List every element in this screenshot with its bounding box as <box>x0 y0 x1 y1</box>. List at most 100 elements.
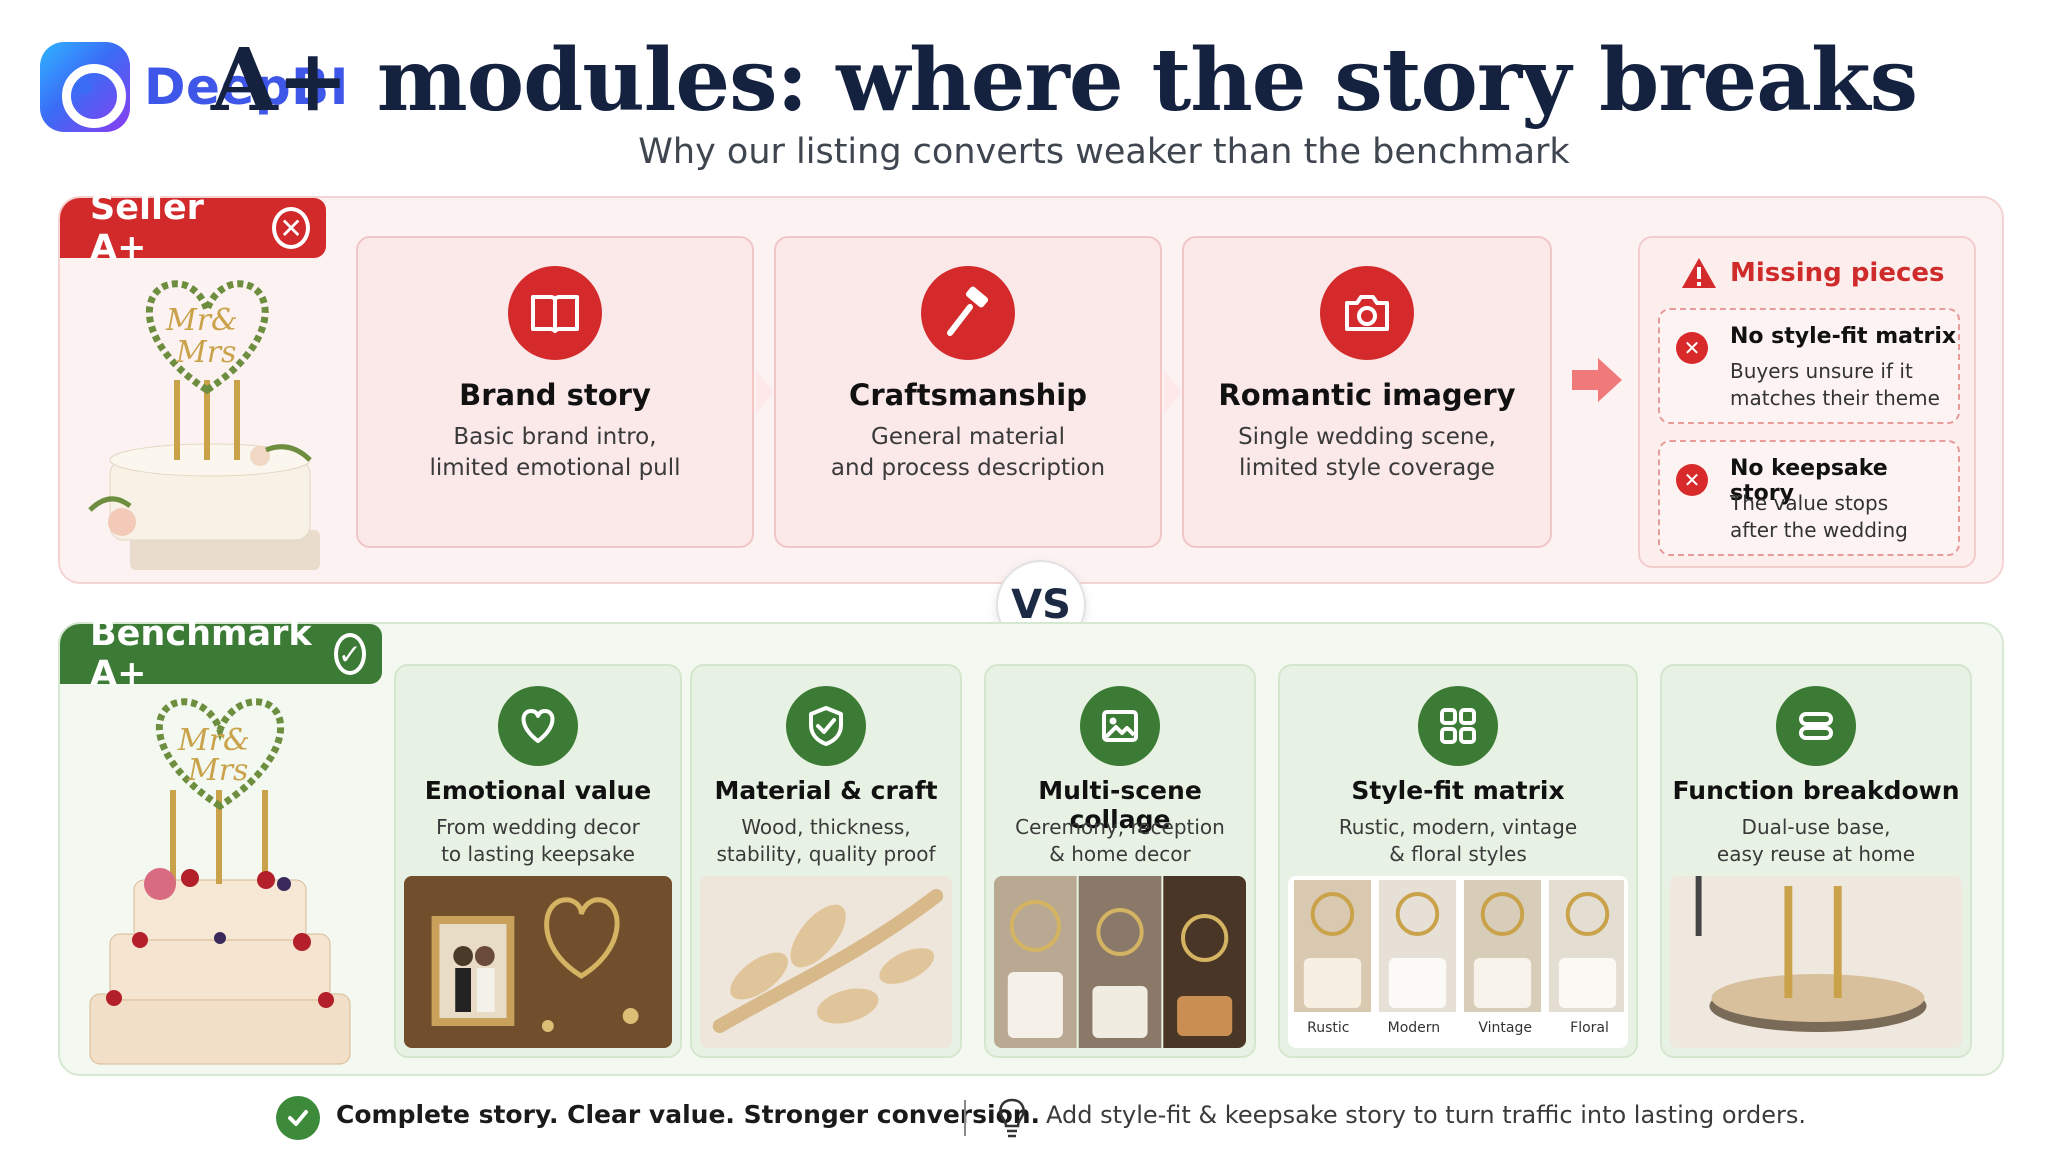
brand-name: DeepBI <box>144 58 349 116</box>
brand-logo: DeepBI <box>40 42 349 132</box>
seller-cake-illustration: Mr& Mrs <box>88 280 320 570</box>
card-title: Multi-scene collage <box>1038 776 1202 834</box>
card-title: Function breakdown <box>1672 776 1960 805</box>
hammer-icon <box>921 266 1015 360</box>
svg-text:Mrs: Mrs <box>175 335 236 370</box>
card-desc: General material and process description <box>776 422 1160 484</box>
lightbulb-icon <box>999 1098 1025 1138</box>
card-style-fit-matrix: Style-fit matrix Rustic, modern, vintage… <box>1278 664 1638 1058</box>
card-desc: Single wedding scene, limited style cove… <box>1184 422 1550 484</box>
card-desc-line: limited style coverage <box>1239 455 1495 482</box>
missing-item-desc-line: matches their theme <box>1730 386 1940 410</box>
card-desc-line: & home decor <box>1049 842 1191 866</box>
layers-icon <box>1776 686 1856 766</box>
warning-icon <box>1682 258 1716 288</box>
card-title: Brand story <box>459 378 651 412</box>
footer-summary: Complete story. Clear value. Stronger co… <box>336 1100 1041 1129</box>
page-title: A+ modules: where the story breaks <box>211 30 1918 131</box>
missing-item: ✕ No style-fit matrix Buyers unsure if i… <box>1658 308 1960 424</box>
footer-divider <box>964 1100 966 1136</box>
svg-text:Mrs: Mrs <box>187 753 248 788</box>
chevron-right-icon <box>756 370 774 414</box>
card-material-craft: Material & craft Wood, thickness, stabil… <box>690 664 962 1058</box>
style-labels: Rustic Modern Vintage Floral <box>1288 1020 1628 1036</box>
missing-item-desc-line: after the wedding <box>1730 518 1908 542</box>
wood-detail-photo <box>700 876 952 1048</box>
card-desc-line: and process description <box>830 455 1106 482</box>
book-icon <box>508 266 602 360</box>
scene-collage-photo <box>994 876 1246 1048</box>
missing-pieces-title: Missing pieces <box>1730 258 1945 288</box>
heart-icon <box>498 686 578 766</box>
card-desc: Ceremony, reception & home decor <box>986 814 1254 868</box>
card-desc: From wedding decor to lasting keepsake <box>396 814 680 868</box>
card-desc-line: Ceremony, reception <box>1015 815 1225 839</box>
card-desc: Wood, thickness, stability, quality proo… <box>692 814 960 868</box>
card-desc-line: From wedding decor <box>436 815 640 839</box>
card-brand-story: Brand story Basic brand intro, limited e… <box>356 236 754 548</box>
seller-tag-label: Seller A+ <box>90 188 204 268</box>
card-desc-line: Dual-use base, <box>1741 815 1891 839</box>
card-desc-line: & floral styles <box>1389 842 1527 866</box>
missing-item-desc: Buyers unsure if it matches their theme <box>1730 358 1940 412</box>
card-desc: Dual-use base, easy reuse at home <box>1662 814 1970 868</box>
card-craftsmanship: Craftsmanship General material and proce… <box>774 236 1162 548</box>
style-label-floral: Floral <box>1570 1020 1609 1036</box>
card-title: Emotional value <box>424 776 652 805</box>
card-desc-line: to lasting keepsake <box>441 842 635 866</box>
benchmark-cake-illustration: Mr& Mrs <box>89 698 351 1065</box>
grid-icon <box>1418 686 1498 766</box>
missing-item-desc-line: Buyers unsure if it <box>1730 359 1913 383</box>
card-desc-line: limited emotional pull <box>429 455 681 482</box>
card-desc-line: stability, quality proof <box>716 842 936 866</box>
footer: Complete story. Clear value. Stronger co… <box>0 1096 2048 1140</box>
missing-pieces-box: Missing pieces ✕ No style-fit matrix Buy… <box>1638 236 1976 568</box>
svg-text:Mr&: Mr& <box>165 303 238 338</box>
style-label-rustic: Rustic <box>1307 1020 1350 1036</box>
deepbi-logo-icon <box>40 42 130 132</box>
benchmark-tag-label: Benchmark A+ <box>90 614 312 694</box>
check-icon: ✓ <box>333 633 366 675</box>
svg-text:Mr&: Mr& <box>177 723 250 758</box>
missing-item-title: No keepsake story <box>1730 456 1888 506</box>
image-icon <box>1080 686 1160 766</box>
card-desc-line: General material <box>871 424 1065 450</box>
error-icon: ✕ <box>1676 332 1708 364</box>
style-label-vintage: Vintage <box>1478 1020 1532 1036</box>
style-label-modern: Modern <box>1387 1020 1441 1036</box>
card-desc-line: Rustic, modern, vintage <box>1338 815 1578 839</box>
card-desc-line: Wood, thickness, <box>741 815 911 839</box>
missing-item-title: No style-fit matrix <box>1730 324 1957 349</box>
card-title: Material & craft <box>714 776 938 805</box>
arrow-right-icon <box>1572 358 1622 402</box>
card-title: Style-fit matrix <box>1351 776 1565 805</box>
card-title: Craftsmanship <box>849 378 1087 412</box>
card-romantic-imagery: Romantic imagery Single wedding scene, l… <box>1182 236 1552 548</box>
missing-item-desc: The value stops after the wedding <box>1730 490 1908 544</box>
benchmark-tag: Benchmark A+ ✓ <box>60 614 382 694</box>
keepsake-photo <box>404 876 672 1048</box>
card-desc: Basic brand intro, limited emotional pul… <box>358 422 752 484</box>
footer-tip: Add style-fit & keepsake story to turn t… <box>1046 1101 1806 1129</box>
missing-pieces-header: Missing pieces <box>1680 256 1945 290</box>
card-title: Romantic imagery <box>1218 378 1516 412</box>
missing-item-desc-line: The value stops <box>1730 491 1889 515</box>
close-icon: ✕ <box>272 207 310 249</box>
page-subtitle: Why our listing converts weaker than the… <box>638 132 1570 172</box>
card-desc-line: easy reuse at home <box>1716 842 1916 866</box>
camera-icon <box>1320 266 1414 360</box>
card-multi-scene-collage: Multi-scene collage Ceremony, reception … <box>984 664 1256 1058</box>
card-desc-line: Basic brand intro, <box>453 424 657 450</box>
error-icon: ✕ <box>1676 464 1708 496</box>
card-emotional-value: Emotional value From wedding decor to la… <box>394 664 682 1058</box>
chevron-right-icon <box>1164 370 1182 414</box>
check-circle-icon <box>276 1096 320 1140</box>
card-desc: Rustic, modern, vintage & floral styles <box>1280 814 1636 868</box>
shield-check-icon <box>786 686 866 766</box>
missing-item: ✕ No keepsake story The value stops afte… <box>1658 440 1960 556</box>
card-desc-line: Single wedding scene, <box>1238 424 1496 450</box>
style-matrix-photo: Rustic Modern Vintage Floral <box>1288 876 1628 1048</box>
seller-tag: Seller A+ ✕ <box>60 188 326 268</box>
dual-use-base-photo <box>1670 876 1962 1048</box>
card-function-breakdown: Function breakdown Dual-use base, easy r… <box>1660 664 1972 1058</box>
